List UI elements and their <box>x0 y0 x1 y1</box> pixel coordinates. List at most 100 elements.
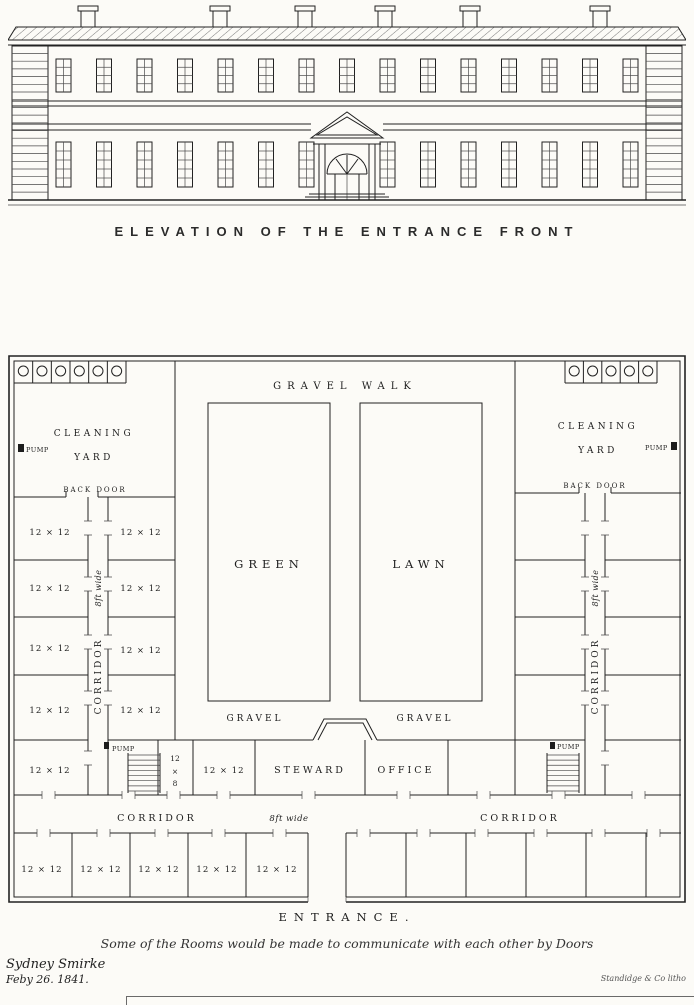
bottom-corridor-left-label: CORRIDOR <box>117 813 197 824</box>
stall-basin <box>73 365 85 377</box>
garden-bay <box>312 718 378 741</box>
right-back-door-label: BACK DOOR <box>563 482 626 490</box>
small-room-label: 12 <box>170 754 180 763</box>
quoins-group <box>12 53 682 193</box>
small-room-label: × <box>172 767 178 776</box>
handwritten-note: Some of the Rooms would be made to commu… <box>100 936 594 951</box>
stall-basin <box>17 365 29 377</box>
pediment-inner <box>315 116 379 136</box>
room-label: 12 × 12 <box>29 766 70 776</box>
plate-rule-tick <box>126 996 127 1005</box>
stall-basin <box>568 365 580 377</box>
bottom-corridor-right-label: CORRIDOR <box>480 813 560 824</box>
right-yard-label-1: CLEANING <box>558 422 638 432</box>
lawn-label: LAWN <box>392 557 449 571</box>
small-room-label: 8 <box>173 779 178 788</box>
bottom-room-dividers <box>71 833 647 897</box>
room-label: 12 × 12 <box>256 865 297 875</box>
lawn-plot <box>359 402 483 702</box>
chimney-cap <box>294 5 316 12</box>
entablature <box>311 137 383 145</box>
outer-wall-inner <box>13 360 681 898</box>
engraver-credit: Standidge & Co litho <box>600 974 686 983</box>
stairs-group <box>127 753 580 793</box>
plate-rule <box>126 996 694 997</box>
right-backdoor-wall <box>515 487 681 494</box>
left-corridor-width-label: 8ft wide <box>94 569 103 606</box>
room-label: 12 × 12 <box>29 528 70 538</box>
elevation-drawing <box>7 4 687 209</box>
pilasters <box>324 144 370 200</box>
chimney-stack <box>80 10 96 28</box>
court-walls <box>174 361 516 740</box>
chimney-cap <box>589 5 611 12</box>
chimney-stack <box>592 10 608 28</box>
ground-plan-drawing: GRAVEL WALK CLEANING YARD PUMP BACK DOOR… <box>8 355 686 903</box>
right-corridor-label: CORRIDOR <box>591 638 601 715</box>
chimney-cap <box>209 5 231 12</box>
middle-room-dividers <box>157 740 516 795</box>
room-label: 12 × 12 <box>120 584 161 594</box>
office-label: OFFICE <box>378 765 435 776</box>
bottom-corridor-width-label: 8ft wide <box>269 814 308 824</box>
pump-icon <box>18 444 24 452</box>
signature-name: Sydney Smirke <box>6 957 106 972</box>
green-label: GREEN <box>234 557 304 571</box>
chimney-cap <box>459 5 481 12</box>
room-label: 12 × 12 <box>120 706 161 716</box>
room-label: 12 × 12 <box>80 865 121 875</box>
room-label: 12 × 12 <box>120 646 161 656</box>
pump-icon <box>671 442 677 450</box>
entrance-steps <box>305 193 389 198</box>
string-courses <box>12 100 682 131</box>
left-yard-label-2: YARD <box>73 453 114 463</box>
gravel-left-label: GRAVEL <box>226 714 283 724</box>
right-yard-pump-label: PUMP <box>645 444 668 452</box>
signature-block: Sydney Smirke Feby 26. 1841. <box>6 957 105 986</box>
stall-basin <box>605 365 617 377</box>
stall-blocks <box>14 361 658 384</box>
wing-door-ticks <box>84 520 609 766</box>
gravel-walk-label: GRAVEL WALK <box>273 381 417 392</box>
stalls-group <box>17 361 654 383</box>
pump-icon <box>550 742 555 749</box>
chimney-cap <box>374 5 396 12</box>
signature-date: Feby 26. 1841. <box>6 972 89 986</box>
steward-label: STEWARD <box>274 765 346 776</box>
green-plot <box>207 402 331 702</box>
right-yard-label-2: YARD <box>577 446 618 456</box>
left-yard-pump-label: PUMP <box>26 446 49 454</box>
elevation-caption: ELEVATION OF THE ENTRANCE FRONT <box>114 224 580 239</box>
room-label: 12 × 12 <box>138 865 179 875</box>
room-label: 12 × 12 <box>120 528 161 538</box>
left-yard-label-1: CLEANING <box>54 429 134 439</box>
right-corridor-walls <box>584 493 606 795</box>
entrance-jambs <box>307 897 347 902</box>
stall-basin <box>55 365 67 377</box>
room-label: 12 × 12 <box>29 706 70 716</box>
windows-group <box>55 58 639 188</box>
stall-basin <box>36 365 48 377</box>
entrance-label: ENTRANCE. <box>278 910 416 924</box>
chimney-stack <box>212 10 228 28</box>
plan-svg: GRAVEL WALK CLEANING YARD PUMP BACK DOOR… <box>8 355 686 903</box>
left-corridor-walls <box>87 497 109 795</box>
mid-pump-left-label: PUMP <box>112 745 135 753</box>
door-jamb-ticks <box>36 791 661 837</box>
roof <box>7 26 687 41</box>
left-corridor-label: CORRIDOR <box>94 638 104 715</box>
room-label: 12 × 12 <box>29 584 70 594</box>
mid-pump-right-label: PUMP <box>557 743 580 751</box>
elevation-svg <box>7 5 687 206</box>
pediment <box>309 111 385 139</box>
room-label: 12 × 12 <box>196 865 237 875</box>
left-backdoor-wall <box>14 491 175 498</box>
stall-basin <box>623 365 635 377</box>
stall-basin <box>92 365 104 377</box>
cornice <box>8 39 686 46</box>
chimney-stack <box>297 10 313 28</box>
left-room-dividers <box>14 559 175 741</box>
stall-basin <box>111 365 123 377</box>
outer-wall <box>8 355 686 903</box>
